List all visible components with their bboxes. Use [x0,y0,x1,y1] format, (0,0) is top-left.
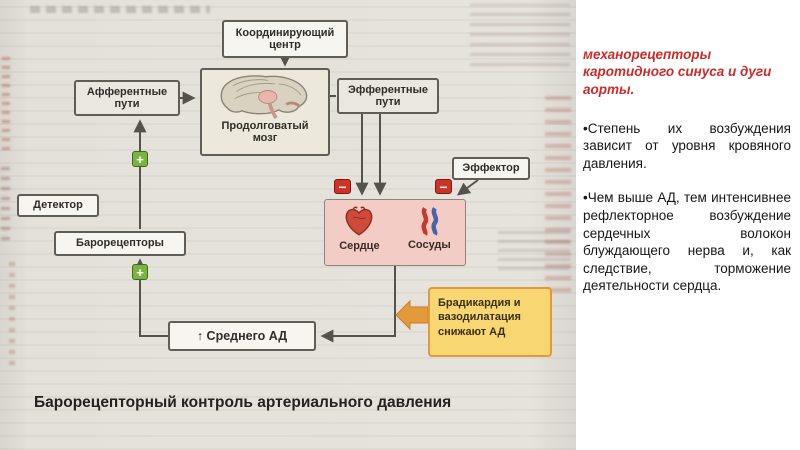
plus-sign: + [132,151,148,167]
vessels-icon [421,207,439,236]
brain-icon [220,75,308,119]
note-text: Брадикардия и вазодилатация снижают АД [438,297,521,338]
node-label: Координирующий центр [235,26,335,51]
node-label: Барорецепторы [76,237,164,250]
heart-column: Сердце [339,205,380,252]
minus-sign: − [435,179,452,194]
node-detector: Детектор [17,194,99,217]
node-label: Эффектор [462,162,520,175]
node-bradycardia-note: Брадикардия и вазодилатация снижают АД [428,287,552,357]
node-mean-bp: ↑ Среднего АД [168,321,316,351]
node-label: Продолговатый мозг [221,120,309,145]
block-arrow-left [395,299,429,331]
node-effector: Эффектор [452,157,530,180]
text-panel: механорецепторы каротидного синуса и дуг… [583,46,791,312]
diagram-caption: Барорецепторный контроль артериального д… [34,394,452,411]
minus-sign: − [334,179,351,194]
node-baroreceptors: Барорецепторы [54,231,186,256]
plus-sign: + [132,264,148,280]
plus-glyph: + [136,151,144,167]
diagram-area: Координирующий центр Афферентные пути Эф… [0,0,576,450]
node-label: Афферентные пути [86,85,168,110]
panel-paragraph-1: •Степень их возбуждения зависит от уровн… [583,120,791,171]
node-heart-vessels: Сердце Сосуды [324,199,466,266]
connector-arrows [133,53,479,343]
node-afferent-paths: Афферентные пути [74,80,180,116]
node-efferent-paths: Эфферентные пути [337,78,439,114]
panel-paragraph-2: •Чем выше АД, тем интенсивнее рефлекторн… [583,190,791,294]
heart-icon [345,206,373,236]
vessels-label: Сосуды [407,239,451,251]
vessels-column: Сосуды [408,205,451,251]
node-coordinating-center: Координирующий центр [222,20,348,58]
node-label: Детектор [33,199,83,212]
panel-heading: механорецепторы каротидного синуса и дуг… [583,47,772,97]
heart-label: Сердце [339,240,380,252]
node-medulla: Продолговатый мозг [200,68,330,156]
node-label: Эфферентные пути [347,83,429,108]
node-label: ↑ Среднего АД [196,329,288,343]
plus-glyph: + [136,264,144,280]
